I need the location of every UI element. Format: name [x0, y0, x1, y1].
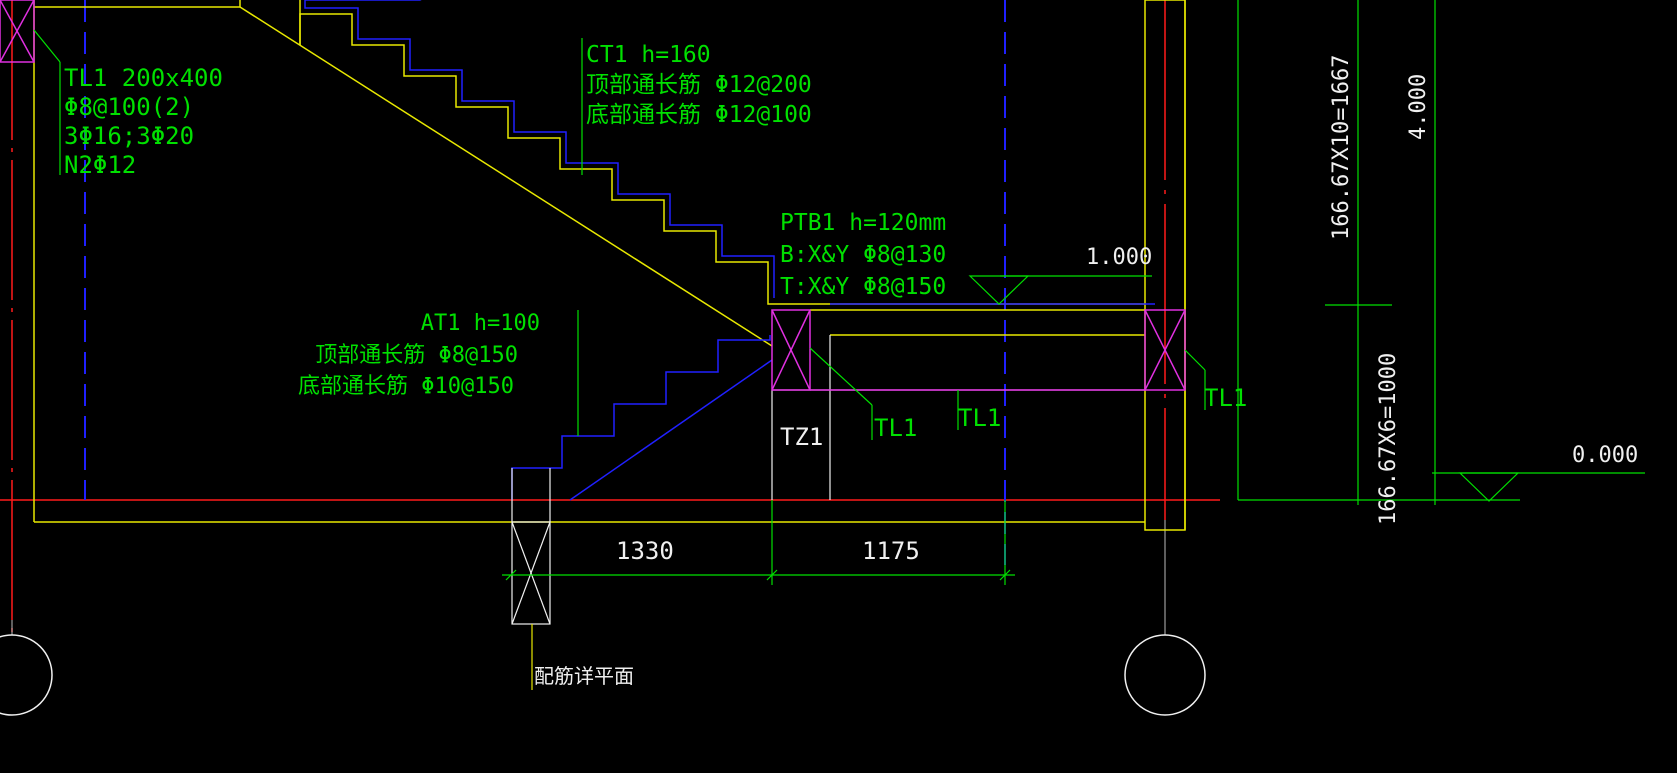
horizontal-dimension — [502, 500, 1015, 585]
dim-value-1330: 1330 — [616, 537, 674, 565]
ptb1-spec-line-3: T:X&Y Φ8@150 — [780, 274, 946, 300]
axis-bubble-left — [0, 634, 53, 716]
dim-tick-mid — [766, 569, 778, 581]
ptb1-spec-block: PTB1 h=120mm B:X&Y Φ8@130 T:X&Y Φ8@150 — [780, 210, 946, 300]
tl1-c-leader-a — [1184, 349, 1206, 371]
pile-box — [511, 521, 551, 625]
ct1-spec-line-1: CT1 h=160 — [586, 42, 711, 68]
tl1-spec-block: TL1 200x400 Φ8@100(2) 3Φ16;3Φ20 N2Φ12 — [64, 64, 223, 179]
at1-spec-line-1: AT1 h=100 — [421, 311, 540, 336]
ground-elevation-value: 0.000 — [1572, 443, 1638, 468]
dim-value-1175: 1175 — [862, 537, 920, 565]
tl1-spec-line-1: TL1 200x400 — [64, 64, 223, 92]
rebar-note: 配筋详平面 — [534, 664, 634, 688]
tl1-spec-leader-a — [33, 29, 61, 63]
tl1-spec-line-3: 3Φ16;3Φ20 — [64, 122, 194, 150]
landing-elevation-value: 1.000 — [1086, 245, 1152, 270]
ct1-spec-block: CT1 h=160 顶部通长筋 Φ12@200 底部通长筋 Φ12@100 — [586, 42, 812, 128]
tl1-label-c: TL1 — [1204, 384, 1247, 412]
lower-stair-soffit — [569, 359, 773, 501]
ptb1-spec-line-2: B:X&Y Φ8@130 — [780, 242, 946, 268]
axis-lines — [0, 0, 1220, 635]
axis-bubble-right — [1124, 634, 1206, 716]
ground-elevation-symbol — [1458, 472, 1520, 502]
ct1-spec-line-3: 底部通长筋 Φ12@100 — [586, 102, 812, 128]
landing-elevation-symbol — [968, 275, 1030, 305]
vertical-dim-upper: 166.67X10=1667 — [1329, 55, 1354, 240]
structure-outline — [33, 0, 1186, 531]
leader-lines — [33, 0, 1645, 505]
stair-soffit-line — [239, 6, 773, 347]
tl1-a-leader-a — [809, 347, 873, 406]
at1-spec-line-2: 顶部通长筋 Φ8@150 — [315, 343, 518, 368]
beam-section-tl1-left — [771, 309, 811, 391]
tl1-label-b: TL1 — [958, 404, 1001, 432]
dim-tick-right — [999, 569, 1011, 581]
pile-cross-b — [511, 521, 551, 625]
beam-section-tl1-left-x2 — [771, 309, 811, 391]
beam-section-topleft — [0, 0, 35, 63]
tz1-label: TZ1 — [780, 423, 823, 451]
beam-sections — [0, 0, 1186, 391]
upper-stair-steps-blue — [304, 0, 775, 298]
vertical-dim-total: 4.000 — [1406, 74, 1431, 140]
ct1-spec-line-2: 顶部通长筋 Φ12@200 — [586, 72, 812, 98]
at1-spec-block: AT1 h=100 顶部通长筋 Φ8@150 底部通长筋 Φ10@150 — [298, 311, 540, 399]
ptb1-spec-line-1: PTB1 h=120mm — [780, 210, 946, 236]
beam-section-topleft-x2 — [0, 0, 35, 63]
at1-spec-line-3: 底部通长筋 Φ10@150 — [298, 374, 514, 399]
tl1-spec-line-2: Φ8@100(2) — [64, 93, 194, 121]
vertical-dim-lower: 166.67X6=1000 — [1376, 353, 1401, 525]
lower-stair-steps — [511, 335, 771, 500]
beam-section-tl1-right-x2 — [1144, 309, 1186, 391]
tl1-label-a: TL1 — [874, 414, 917, 442]
dim-tick-left — [505, 569, 517, 581]
tl1-spec-line-4: N2Φ12 — [64, 151, 136, 179]
upper-stair-steps-yellow — [299, 13, 1145, 305]
